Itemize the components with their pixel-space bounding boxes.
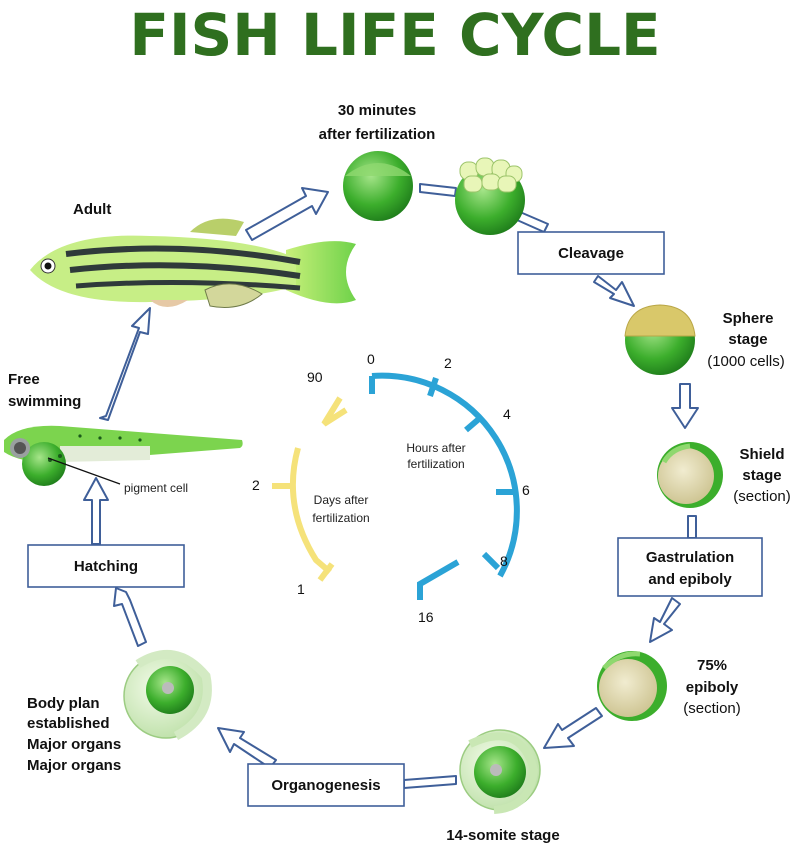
- days-label-line2: fertilization: [312, 511, 369, 525]
- arrow-cleavage-to-sphere: [593, 275, 635, 307]
- embryo-shield: [657, 442, 723, 508]
- hour-tick-16: 16: [418, 609, 434, 625]
- arrow-organogenesis-to-bodyplan: [217, 727, 277, 769]
- arrow-gastrulation-to-75: [649, 597, 681, 643]
- arrow-free-to-adult: [99, 307, 151, 421]
- hours-scale: [369, 372, 520, 600]
- embryo-sphere: [624, 304, 696, 375]
- stage-bodyplan-line1: Body plan: [27, 695, 100, 712]
- adult-fish: [30, 218, 356, 308]
- stage-14-somite: 14-somite stage: [446, 827, 559, 844]
- arrow-sphere-to-shield: [671, 383, 699, 429]
- stage-sphere-line3: (1000 cells): [707, 353, 785, 370]
- arrow-bodyplan-to-hatching: [113, 587, 147, 647]
- stage-sphere-line1: Sphere: [723, 310, 774, 327]
- process-box-organogenesis: Organogenesis: [247, 763, 405, 807]
- process-box-hatching: Hatching: [27, 544, 185, 588]
- arrow-cleavage-to-stack: [516, 211, 549, 233]
- embryo-body-plan: [123, 649, 212, 740]
- hour-tick-4: 4: [503, 406, 511, 422]
- organogenesis-label: Organogenesis: [271, 777, 380, 794]
- stage-sphere-line2: stage: [728, 331, 767, 348]
- stage-shield-line2: stage: [742, 467, 781, 484]
- day-tick-2: 2: [252, 477, 260, 493]
- day-tick-90: 90: [307, 369, 323, 385]
- stage-shield-line3: (section): [733, 488, 791, 505]
- days-scale: [272, 396, 348, 582]
- hour-tick-2: 2: [444, 355, 452, 371]
- hour-tick-0: 0: [367, 351, 375, 367]
- stage-30min-line1: 30 minutes: [338, 102, 416, 119]
- gastrulation-label-line2: and epiboly: [648, 571, 732, 588]
- pigment-cell-label: pigment cell: [124, 481, 188, 495]
- stage-bodyplan-line4: Major organs: [27, 757, 121, 774]
- arrow-hatching-to-free: [83, 477, 109, 545]
- embryo-75-epiboly: [597, 651, 667, 721]
- arrow-30min-to-cleavage: [419, 183, 457, 197]
- page-title: FISH LIFE CYCLE: [129, 1, 660, 69]
- process-box-cleavage: Cleavage: [517, 231, 665, 275]
- embryo-30-minutes: [343, 151, 413, 221]
- cycle-arrows: [83, 183, 699, 789]
- hours-label-line1: Hours after: [406, 441, 465, 455]
- hatching-label: Hatching: [74, 558, 138, 575]
- process-box-gastrulation: Gastrulation and epiboly: [617, 537, 763, 597]
- embryo-14-somite: [459, 729, 541, 814]
- arrow-adult-to-30min: [245, 187, 329, 241]
- hour-tick-6: 6: [522, 482, 530, 498]
- stage-75-line1: 75%: [697, 657, 727, 674]
- stage-bodyplan-line2: established: [27, 715, 110, 732]
- stage-free-line1: Free: [8, 371, 40, 388]
- stage-30min-line2: after fertilization: [319, 126, 436, 143]
- hour-tick-8: 8: [500, 553, 508, 569]
- gastrulation-label-line1: Gastrulation: [646, 549, 734, 566]
- stage-75-line3: (section): [683, 700, 741, 717]
- stage-adult: Adult: [73, 201, 111, 218]
- arrow-75-to-14somite: [543, 707, 603, 749]
- stage-bodyplan-line3: Major organs: [27, 736, 121, 753]
- embryo-cleavage: [455, 157, 525, 235]
- stage-75-line2: epiboly: [686, 679, 739, 696]
- day-tick-1: 1: [297, 581, 305, 597]
- stage-free-line2: swimming: [8, 393, 81, 410]
- larva-free-swimming: [4, 425, 243, 486]
- cleavage-label: Cleavage: [558, 245, 624, 262]
- arrow-14somite-to-organogenesis: [403, 775, 457, 789]
- stage-shield-line1: Shield: [739, 446, 784, 463]
- hours-label-line2: fertilization: [407, 457, 464, 471]
- arrow-shield-to-gastrulation: [687, 515, 697, 539]
- days-label-line1: Days after: [314, 493, 369, 507]
